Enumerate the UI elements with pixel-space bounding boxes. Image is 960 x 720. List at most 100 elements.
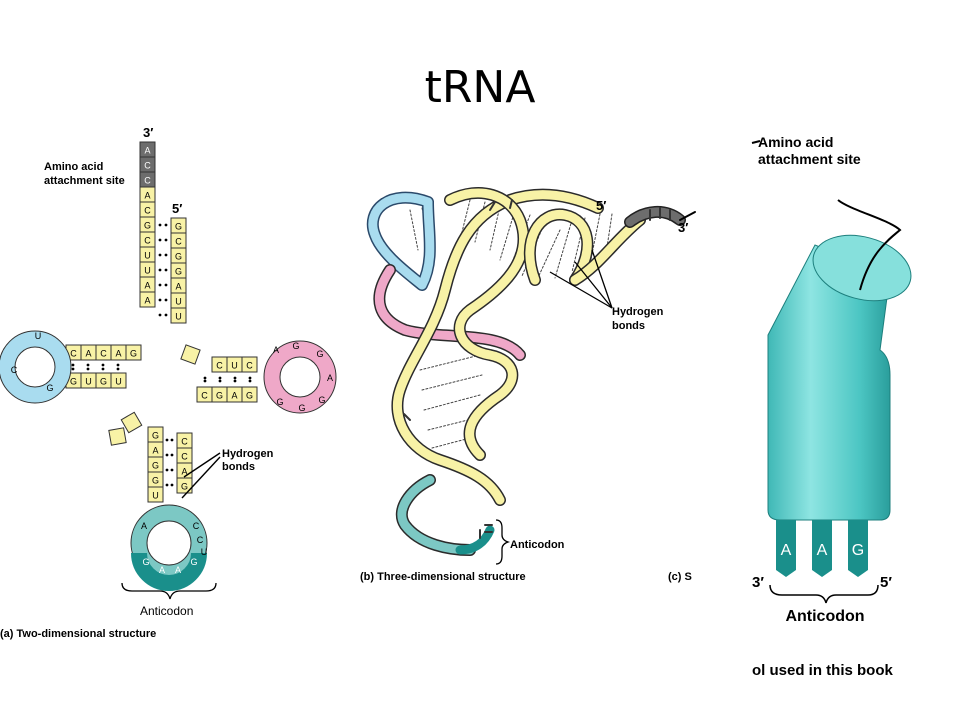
d-stem-top-base-3: A (110, 344, 127, 361)
symbol-cylinder-body (767, 244, 891, 521)
t-stem-hbond-1 (218, 376, 222, 380)
amino-site-pointer (837, 199, 902, 291)
acceptor-5-base-5: U (170, 292, 187, 309)
t-stem-bottom-base-3-letter: G (246, 391, 253, 401)
acceptor-3-base-7: A (139, 291, 156, 308)
t-stem-top-base-0: C (211, 356, 228, 373)
anticodon-stem-left-base-0-letter: G (152, 431, 159, 441)
d-stem-top-base-1: A (80, 344, 97, 361)
symbol-footer-clipped: ol used in this book (752, 662, 893, 679)
d-stem-bottom-base-1-letter: U (85, 377, 92, 387)
anticodon-stem-right-base-3-letter: G (181, 482, 188, 492)
acceptor-hbond-dot-0 (158, 223, 162, 227)
anticodon-stem-left-base-4-box (147, 486, 164, 503)
t-loop-base-0: A (273, 345, 279, 355)
cca-tail-ribbon (625, 207, 685, 227)
d-loop-base-0: U (35, 331, 42, 341)
symbol-anticodon-brace (769, 584, 879, 604)
panel-b-caption: (b) Three-dimensional structure (360, 571, 526, 583)
connector-right-1-box (180, 344, 201, 365)
d-stem-bottom-base-3: U (110, 372, 127, 389)
three-d-hbond-pointers (549, 249, 613, 309)
t-stem-top-base-2-letter: C (246, 361, 253, 371)
backbone-ribbon-1 (392, 190, 603, 505)
three-prime-label: 3′ (143, 125, 153, 140)
anticodon-stem-hbond-0 (165, 438, 169, 442)
anticodon-stem-hbond-b0 (170, 438, 174, 442)
anticodon-label: Anticodon (140, 604, 193, 618)
symbol-five-prime-label: 5′ (880, 574, 892, 591)
anticodon-stem-left-base-0: G (147, 426, 164, 443)
acceptor-hbond-dot-b3 (164, 268, 168, 272)
acceptor-3-base-0-letter: A (144, 191, 150, 201)
acceptor-5-base-0: G (170, 217, 187, 234)
acceptor-hbond-dot-3 (158, 268, 162, 272)
anticodon-loop-base-7: C (197, 535, 204, 545)
three-d-three-prime-label: 3′ (678, 220, 688, 235)
anticodon-loop-base-4: A (159, 565, 165, 575)
acceptor-tail-base-0-letter: A (144, 146, 150, 156)
anticodon-stem-left-base-4: U (147, 486, 164, 503)
t-stem-bottom-base-1-letter: G (216, 391, 223, 401)
anticodon-brace (121, 582, 217, 600)
t-stem-bottom-base-2: A (226, 386, 243, 403)
d-loop-inner-edge (14, 346, 56, 388)
acceptor-5-base-1-letter: C (175, 237, 182, 247)
prong-g (848, 520, 868, 577)
acceptor-3-base-1-letter: C (144, 206, 151, 216)
t-stem-bottom-base-2-letter: A (231, 391, 237, 401)
anticodon-loop-base-3: G (142, 557, 149, 567)
acceptor-5-base-6-box (170, 307, 187, 324)
acceptor-tail-base-0: A (139, 141, 156, 158)
t-stem-hbond-b0 (203, 379, 207, 383)
t-loop-base-2: G (316, 349, 323, 359)
five-prime-label: 5′ (172, 201, 182, 216)
three-d-hbond-label-line1: Hydrogen (612, 306, 664, 318)
t-stem-top-base-1-letter: U (231, 361, 238, 371)
ribbon-diagram: 5′ 3′ Hydrogen bonds Anticodon (b) Three… (360, 186, 696, 583)
acceptor-5-base-3: G (170, 262, 187, 279)
t-stem-hbond-b3 (248, 379, 252, 383)
t-arm-ribbon (525, 209, 592, 285)
d-stem-top-base-4: G (125, 344, 142, 361)
d-stem-bottom-base-3-box (110, 372, 127, 389)
anticodon-stem-right-base-2-letter: A (181, 467, 187, 477)
acceptor-hbond-dot-b2 (164, 253, 168, 257)
acceptor-hbond-dot-5 (158, 298, 162, 302)
symbol-anticodon-prongs (776, 520, 868, 577)
connector-right-1 (180, 344, 201, 365)
d-stem-hbond-b3 (116, 367, 120, 371)
anticodon-stem-right-base-1: C (176, 447, 193, 464)
acceptor-5-base-4: A (170, 277, 187, 294)
anticodon-stem-right-base-0-letter: C (181, 437, 188, 447)
anticodon-stem-left-base-3-letter: G (152, 476, 159, 486)
d-loop-ring (0, 331, 71, 403)
anticodon-stem-right-base-0: C (176, 432, 193, 449)
t-stem-bottom-base-0: C (196, 386, 213, 403)
d-stem-hbond-0 (71, 363, 75, 367)
anticodon-stem-hbond-3 (165, 483, 169, 487)
anticodon-stem-left-base-1-letter: A (152, 446, 158, 456)
t-stem-bottom-base-0-letter: C (201, 391, 208, 401)
prong-a2 (812, 520, 832, 577)
acceptor-tail-base-1-letter: C (144, 161, 151, 171)
d-stem-top-base-1-letter: A (85, 349, 91, 359)
acceptor-hbond-dot-b1 (164, 238, 168, 242)
anticodon-loop-base-6: G (190, 557, 197, 567)
d-stem-top-base-2-letter: C (100, 349, 107, 359)
acceptor-5-base-2-letter: G (175, 252, 182, 262)
t-stem-top-base-0-letter: C (216, 361, 223, 371)
d-stem-hbond-3 (116, 363, 120, 367)
acceptor-3-base-5: U (139, 261, 156, 278)
t-stem-top-base-2-box (241, 356, 258, 373)
d-stem-bottom-base-2-letter: G (100, 377, 107, 387)
d-stem-hbond-2 (101, 363, 105, 367)
three-d-five-prime-label: 5′ (596, 198, 606, 213)
three-prime-end-line (679, 211, 696, 221)
anticodon-stem-right-base-2: A (176, 462, 193, 479)
acceptor-3-base-7-box (139, 291, 156, 308)
t-loop-base-4: G (318, 395, 325, 405)
anticodon-dark-arc (131, 552, 207, 591)
d-stem-hbond-b2 (101, 367, 105, 371)
acceptor-3-base-2: G (139, 216, 156, 233)
